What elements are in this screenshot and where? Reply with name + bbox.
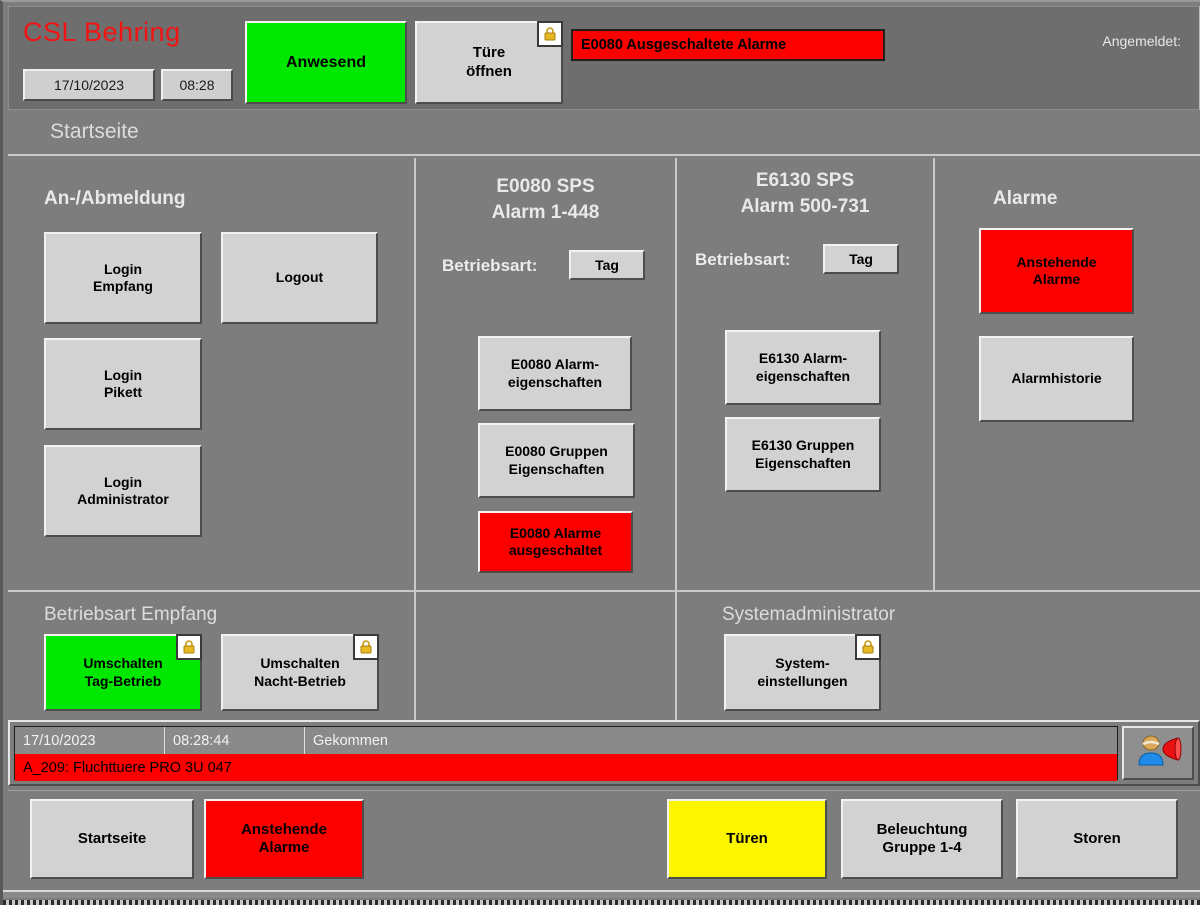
alarms-panel-title: Alarme xyxy=(993,188,1058,209)
page-title: Startseite xyxy=(50,120,139,143)
nav-tueren-button[interactable]: Türen xyxy=(667,799,827,879)
switch-night-mode-label: Umschalten Nacht-Betrieb xyxy=(254,655,346,689)
switch-day-mode-label: Umschalten Tag-Betrieb xyxy=(83,655,163,689)
alarm-log-message-row[interactable]: A_209: Fluchttuere PRO 3U 047 xyxy=(15,754,1117,781)
alarm-log-date: 17/10/2023 xyxy=(15,727,165,754)
main-content: An-/Abmeldung Login Empfang Logout Login… xyxy=(8,158,1200,590)
switch-night-mode-button[interactable]: Umschalten Nacht-Betrieb xyxy=(221,634,379,711)
systemadministrator-title: Systemadministrator xyxy=(722,604,896,625)
sps-e6130-mode-value[interactable]: Tag xyxy=(823,244,899,274)
lower-section: Betriebsart Empfang Umschalten Tag-Betri… xyxy=(8,590,1200,720)
alarm-log-header-row: 17/10/2023 08:28:44 Gekommen xyxy=(15,727,1117,754)
sps-e0080-mode-label: Betriebsart: xyxy=(442,256,538,275)
login-pikett-button[interactable]: Login Pikett xyxy=(44,338,202,430)
header-alarm-banner[interactable]: E0080 Ausgeschaltete Alarme xyxy=(571,29,885,61)
betriebsart-empfang-title: Betriebsart Empfang xyxy=(44,604,218,625)
logout-button[interactable]: Logout xyxy=(221,232,378,324)
divider-1 xyxy=(414,158,416,590)
presence-button[interactable]: Anwesend xyxy=(245,21,407,104)
brand-title: CSL Behring xyxy=(23,17,181,47)
sps-e0080-alarms-off-button[interactable]: E0080 Alarme ausgeschaltet xyxy=(478,511,633,573)
sps-e0080-mode-value[interactable]: Tag xyxy=(569,250,645,280)
sps-e0080-alarm-properties-button[interactable]: E0080 Alarm- eigenschaften xyxy=(478,336,632,411)
lock-icon xyxy=(353,634,379,660)
alarm-history-button[interactable]: Alarmhistorie xyxy=(979,336,1134,422)
system-date: 17/10/2023 xyxy=(23,69,155,101)
nav-startseite-button[interactable]: Startseite xyxy=(30,799,194,879)
sps-e0080-panel: E0080 SPS Alarm 1-448 Betriebsart: Tag E… xyxy=(416,158,675,590)
lock-icon xyxy=(537,21,563,47)
switch-day-mode-button[interactable]: Umschalten Tag-Betrieb xyxy=(44,634,202,711)
nav-storen-button[interactable]: Storen xyxy=(1016,799,1178,879)
alarm-log-message: A_209: Fluchttuere PRO 3U 047 xyxy=(23,759,232,776)
alarm-log-table[interactable]: 17/10/2023 08:28:44 Gekommen A_209: Fluc… xyxy=(14,726,1118,781)
divider-2 xyxy=(675,158,677,590)
login-panel-title: An-/Abmeldung xyxy=(44,188,186,209)
bottom-navigation: Startseite Anstehende Alarme Türen Beleu… xyxy=(8,790,1200,888)
sps-e0080-title: E0080 SPS Alarm 1-448 xyxy=(491,176,600,223)
sps-e6130-title: E6130 SPS Alarm 500-731 xyxy=(740,170,870,217)
lower-divider-2 xyxy=(675,592,677,720)
footer-rail xyxy=(3,890,1200,898)
logged-in-label: Angemeldet: xyxy=(1102,33,1181,49)
system-time: 08:28 xyxy=(161,69,233,101)
lower-divider-1 xyxy=(414,592,416,720)
acknowledge-alarm-button[interactable] xyxy=(1122,726,1194,780)
open-door-button[interactable]: Türe öffnen xyxy=(415,21,563,104)
operator-bell-icon xyxy=(1134,732,1182,775)
footer-dotted-strip xyxy=(3,900,1200,905)
header-bar: CSL Behring 17/10/2023 08:28 Anwesend Tü… xyxy=(8,6,1200,110)
login-panel: An-/Abmeldung Login Empfang Logout Login… xyxy=(8,158,414,590)
alarm-log-time: 08:28:44 xyxy=(165,727,305,754)
alarm-log-status: Gekommen xyxy=(313,732,388,749)
system-settings-button[interactable]: System- einstellungen xyxy=(724,634,881,711)
nav-pending-alarms-button[interactable]: Anstehende Alarme xyxy=(204,799,364,879)
nav-beleuchtung-button[interactable]: Beleuchtung Gruppe 1-4 xyxy=(841,799,1003,879)
lock-icon xyxy=(855,634,881,660)
page-title-bar: Startseite xyxy=(8,112,1200,156)
open-door-label: Türe öffnen xyxy=(466,44,512,80)
login-empfang-button[interactable]: Login Empfang xyxy=(44,232,202,324)
sps-e6130-panel: E6130 SPS Alarm 500-731 Betriebsart: Tag… xyxy=(677,158,933,590)
sps-e0080-group-properties-button[interactable]: E0080 Gruppen Eigenschaften xyxy=(478,423,635,498)
pending-alarms-button[interactable]: Anstehende Alarme xyxy=(979,228,1134,314)
alarms-panel: Alarme Anstehende Alarme Alarmhistorie xyxy=(935,158,1200,590)
sps-e6130-group-properties-button[interactable]: E6130 Gruppen Eigenschaften xyxy=(725,417,881,492)
alarm-log-bar: 17/10/2023 08:28:44 Gekommen A_209: Fluc… xyxy=(8,720,1200,786)
divider-3 xyxy=(933,158,935,590)
sps-e6130-alarm-properties-button[interactable]: E6130 Alarm- eigenschaften xyxy=(725,330,881,405)
system-settings-label: System- einstellungen xyxy=(757,655,848,689)
lock-icon xyxy=(176,634,202,660)
login-administrator-button[interactable]: Login Administrator xyxy=(44,445,202,537)
sps-e6130-mode-label: Betriebsart: xyxy=(695,250,791,269)
